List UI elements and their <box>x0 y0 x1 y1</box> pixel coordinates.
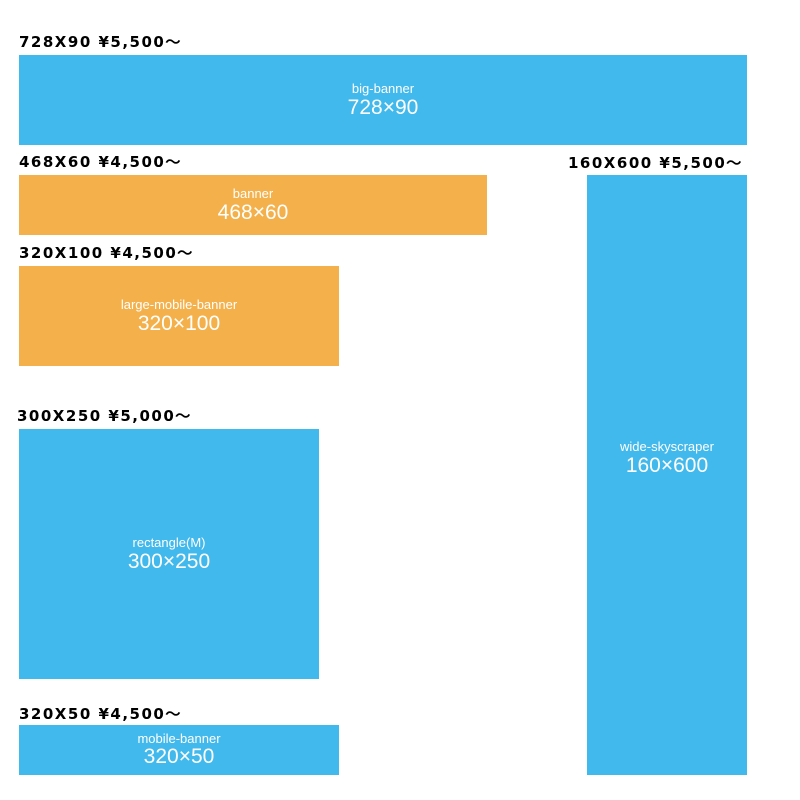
rectangle-m-price-label: 300X250 ¥5,000〜 <box>17 407 192 425</box>
ad-slot-name: banner <box>232 185 274 201</box>
ad-slot-size: 728×90 <box>347 95 419 119</box>
big-banner-price-label: 728X90 ¥5,500〜 <box>19 33 182 51</box>
mobile-banner-price-label: 320X50 ¥4,500〜 <box>19 705 182 723</box>
big-banner-ad-slot: big-banner 728×90 <box>19 55 747 145</box>
ad-slot-name: large-mobile-banner <box>120 296 238 312</box>
mobile-banner-ad-slot: mobile-banner 320×50 <box>19 725 339 775</box>
ad-slot-size: 468×60 <box>217 200 289 224</box>
ad-slot-size: 300×250 <box>127 549 211 573</box>
ad-slot-name: mobile-banner <box>137 731 221 746</box>
large-mobile-banner-ad-slot: large-mobile-banner 320×100 <box>19 266 339 366</box>
rectangle-m-ad-slot: rectangle(M) 300×250 <box>19 429 319 679</box>
wide-skyscraper-ad-slot: wide-skyscraper 160×600 <box>587 175 747 775</box>
ad-slot-name: big-banner <box>351 80 415 96</box>
ad-slot-name: wide-skyscraper <box>620 438 714 454</box>
banner-ad-slot: banner 468×60 <box>19 175 487 235</box>
large-mobile-banner-price-label: 320X100 ¥4,500〜 <box>19 244 194 262</box>
banner-price-label: 468X60 ¥4,500〜 <box>19 153 182 171</box>
ad-slot-size: 320×50 <box>143 745 215 768</box>
ad-slot-size: 160×600 <box>625 453 709 477</box>
wide-skyscraper-price-label: 160X600 ¥5,500〜 <box>568 154 743 172</box>
ad-slot-name: rectangle(M) <box>132 534 206 550</box>
ad-slot-size: 320×100 <box>137 311 221 335</box>
